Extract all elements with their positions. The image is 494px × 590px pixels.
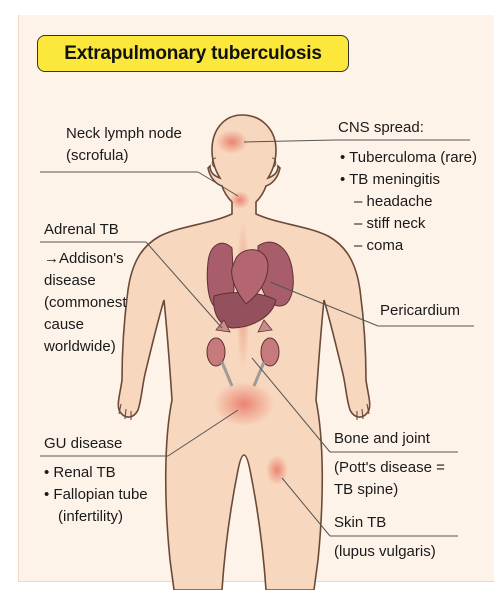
cns-item: • Tuberculoma (rare)	[340, 147, 477, 169]
gu-list: • Renal TB • Fallopian tube (infertility…	[44, 462, 148, 528]
bone-heading: Bone and joint	[334, 428, 430, 450]
skin-heading-wrap: Skin TB	[334, 512, 386, 534]
cns-item: • TB meningitis	[340, 169, 477, 191]
right-kidney	[207, 338, 225, 366]
adrenal-line: worldwide)	[44, 336, 127, 358]
title-text: Extrapulmonary tuberculosis	[64, 43, 322, 65]
cns-lesion	[216, 130, 248, 154]
cns-subitem: – coma	[340, 235, 477, 257]
gu-heading-wrap: GU disease	[44, 433, 122, 455]
adrenal-line: (commonest	[44, 292, 127, 314]
gu-heading: GU disease	[44, 433, 122, 455]
neck-label: Neck lymph node (scrofula)	[66, 123, 182, 167]
gu-item: • Renal TB	[44, 462, 148, 484]
adrenal-heading-wrap: Adrenal TB	[44, 219, 119, 241]
neck-lesion	[230, 191, 250, 209]
adrenal-line: disease	[44, 270, 127, 292]
bone-heading-wrap: Bone and joint	[334, 428, 430, 450]
pericardium-label: Pericardium	[380, 300, 460, 322]
adrenal-line: →Addison's	[44, 248, 127, 270]
neck-label-line2: (scrofula)	[66, 145, 182, 167]
neck-label-line1: Neck lymph node	[66, 123, 182, 145]
cns-heading: CNS spread:	[338, 117, 424, 139]
bone-detail-line: (Pott's disease =	[334, 457, 445, 479]
cns-label: CNS spread:	[338, 117, 424, 139]
skin-heading: Skin TB	[334, 512, 386, 534]
adrenal-line: cause	[44, 314, 127, 336]
bone-detail-line: TB spine)	[334, 479, 445, 501]
adrenal-heading: Adrenal TB	[44, 219, 119, 241]
bone-detail: (Pott's disease = TB spine)	[334, 457, 445, 501]
skin-detail: (lupus vulgaris)	[334, 541, 436, 563]
gu-subitem: (infertility)	[44, 506, 148, 528]
cns-subitem: – stiff neck	[340, 213, 477, 235]
title-box: Extrapulmonary tuberculosis	[37, 35, 349, 72]
left-kidney	[261, 338, 279, 366]
skin-detail-wrap: (lupus vulgaris)	[334, 541, 436, 563]
gu-item: • Fallopian tube	[44, 484, 148, 506]
cns-subitem: – headache	[340, 191, 477, 213]
pericardium-text: Pericardium	[380, 300, 460, 322]
adrenal-detail: →Addison's disease (commonest cause worl…	[44, 248, 127, 358]
cns-list: • Tuberculoma (rare) • TB meningitis – h…	[340, 147, 477, 257]
